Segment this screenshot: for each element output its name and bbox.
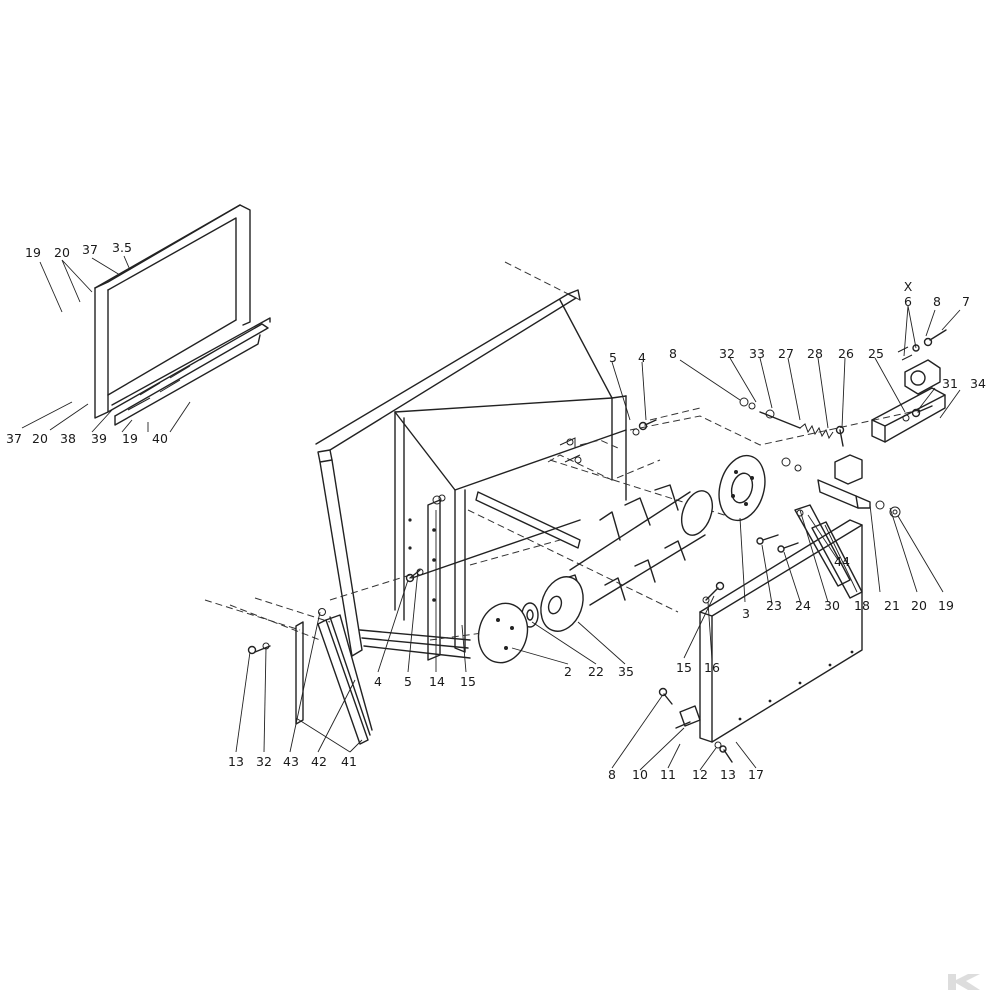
callout-label: 39 <box>91 431 107 446</box>
callout-label: 19 <box>122 431 138 446</box>
callout-label: 32 <box>719 346 735 361</box>
callout-label: 2 <box>564 664 572 679</box>
callout-label: 38 <box>60 431 76 446</box>
callout-label: 13 <box>720 767 736 782</box>
callout-label: 22 <box>588 664 604 679</box>
callout-label: 19 <box>938 598 954 613</box>
callout-label: 8 <box>669 346 677 361</box>
callout-label: 7 <box>962 294 970 309</box>
callout-label: 41 <box>341 754 357 769</box>
callout-label: 27 <box>778 346 794 361</box>
callout-label: 14 <box>429 674 445 689</box>
callout-label: 31 <box>942 376 958 391</box>
callout-label: 25 <box>868 346 884 361</box>
callout-label: 8 <box>608 767 616 782</box>
callout-label: 10 <box>632 767 648 782</box>
main-hopper-assembly <box>204 261 921 661</box>
callout-label: 15 <box>676 660 692 675</box>
callout-label: 32 <box>256 754 272 769</box>
callout-label: 3 <box>742 606 750 621</box>
brand-logo <box>940 968 988 994</box>
callout-label: 40 <box>152 431 168 446</box>
callout-label: 24 <box>795 598 811 613</box>
callout-label: 43 <box>283 754 299 769</box>
leader-lines <box>21 255 961 771</box>
callout-label: 44 <box>834 554 850 569</box>
callout-label: 5 <box>609 350 617 365</box>
callout-label: 20 <box>32 431 48 446</box>
callout-label: 26 <box>838 346 854 361</box>
side-panel-right <box>658 519 863 763</box>
callout-label: 11 <box>660 767 676 782</box>
callout-label: 18 <box>854 598 870 613</box>
callout-label: 6 <box>904 294 912 309</box>
callout-label: 4 <box>374 674 382 689</box>
lower-left-slats <box>247 568 424 745</box>
callout-label: 42 <box>311 754 327 769</box>
callout-label: 37 <box>82 242 98 257</box>
callout-label: 13 <box>228 754 244 769</box>
callout-label: 4 <box>638 350 646 365</box>
callout-label: 28 <box>807 346 823 361</box>
callout-label: 16 <box>704 660 720 675</box>
rotor-drum <box>477 454 766 664</box>
callout-label: 12 <box>692 767 708 782</box>
upper-left-frame <box>94 204 271 426</box>
right-mechanism <box>632 329 947 599</box>
callout-label: 33 <box>749 346 765 361</box>
callout-label: 20 <box>54 245 70 260</box>
callout-label: 19 <box>25 245 41 260</box>
callout-label: 21 <box>884 598 900 613</box>
callout-label: 8 <box>933 294 941 309</box>
callout-label: 35 <box>618 664 634 679</box>
callout-labels: 19 20 37 3.5 37 20 38 39 19 40 X 6 8 7 5… <box>6 240 986 782</box>
callout-label: 20 <box>911 598 927 613</box>
callout-label: 15 <box>460 674 476 689</box>
callout-label: 37 <box>6 431 22 446</box>
callout-label: 30 <box>824 598 840 613</box>
callout-label: X <box>904 279 913 294</box>
callout-label: 3.5 <box>112 240 132 255</box>
callout-label: 23 <box>766 598 782 613</box>
callout-label: 5 <box>404 674 412 689</box>
callout-label: 34 <box>970 376 986 391</box>
callout-label: 17 <box>748 767 764 782</box>
